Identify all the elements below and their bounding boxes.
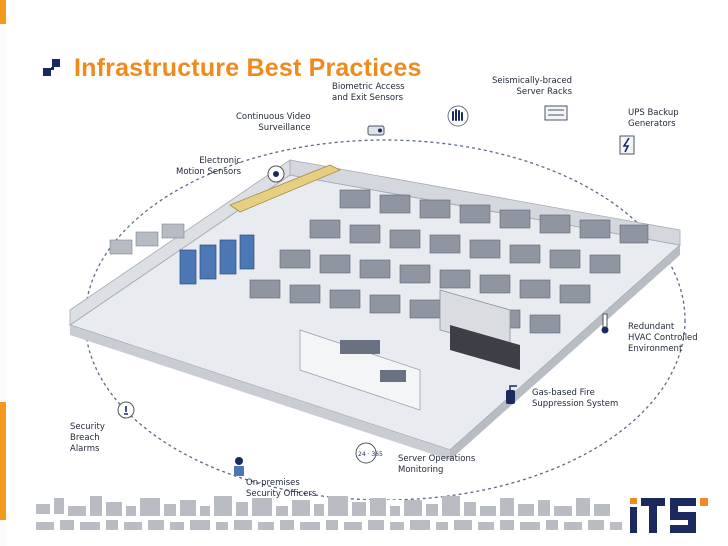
callout-security-officers: On-premises Security Officers [246, 478, 317, 499]
data-center-illustration: 24 · 365 [68, 105, 686, 501]
hand-print-icon [447, 105, 469, 127]
data-center-diagram: 24 · 365 Biometric Access and Exit Senso… [40, 70, 720, 501]
generators [109, 223, 185, 255]
thermometer-icon [601, 313, 609, 334]
slide-title: Infrastructure Best Practices [74, 53, 422, 82]
clock-24-365-icon: 24 · 365 [355, 442, 383, 464]
callout-breach-alarms: Security Breach Alarms [70, 422, 105, 454]
fire-extinguisher-icon [506, 385, 517, 404]
callout-motion-sensors: Electronic Motion Sensors [176, 156, 242, 177]
callout-operations-monitoring: Server Operations Monitoring [398, 454, 476, 475]
alarm-icon [117, 401, 135, 419]
its-logo [630, 498, 708, 533]
vault-room [439, 289, 520, 370]
battery-row [229, 164, 341, 213]
pixel-pattern-band [36, 496, 622, 530]
orange-accent-bottom [0, 402, 6, 520]
lightning-battery-icon [619, 135, 635, 155]
left-wall [69, 159, 291, 326]
left-edge-bar [0, 0, 6, 546]
server-rack-icon [544, 105, 568, 121]
monitoring-badge: 24 · 365 [358, 451, 383, 458]
callout-biometric-access: Biometric Access and Exit Sensors [332, 82, 405, 103]
operations-room [299, 329, 421, 411]
floor-edge-side [450, 245, 680, 460]
camera-icon [367, 125, 385, 136]
floor-edge-front [70, 325, 450, 460]
security-ring [84, 139, 686, 501]
callout-video-surveillance: Continuous Video Surveillance [236, 112, 311, 133]
callout-ups-generators: UPS Backup Generators [628, 108, 679, 129]
bullet-icon [43, 59, 60, 76]
motion-sensor-icon [267, 165, 285, 183]
callout-fire-suppression: Gas-based Fire Suppression System [532, 388, 619, 409]
callout-hvac: Redundant HVAC Controlled Environment [628, 322, 698, 354]
cooling-units [179, 234, 255, 285]
title-row: Infrastructure Best Practices [40, 52, 422, 84]
security-officer-icon [234, 457, 244, 476]
orange-accent-top [0, 0, 6, 24]
callout-seismic-racks: Seismically-braced Server Racks [492, 76, 573, 97]
